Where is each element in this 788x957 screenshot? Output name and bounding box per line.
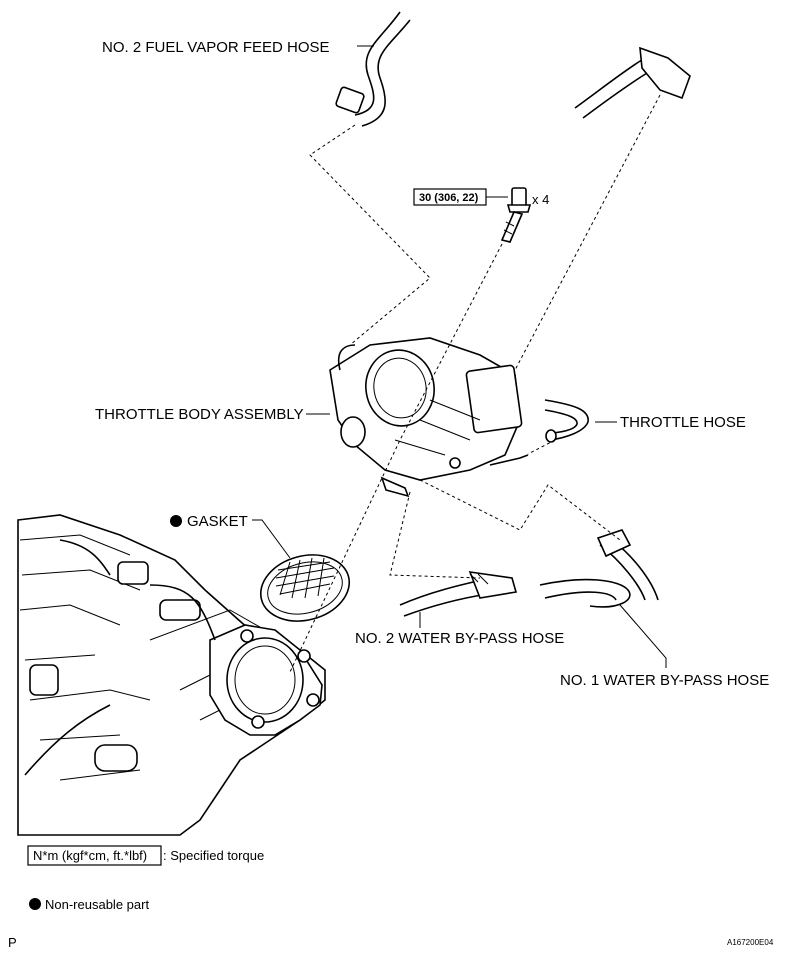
torque-callout: 30 (306, 22) x 4 bbox=[413, 188, 549, 207]
upper-right-hose-illustration bbox=[574, 46, 691, 119]
non-reusable-legend-text: Non-reusable part bbox=[45, 897, 149, 912]
figure-code: A167200E04 bbox=[727, 938, 774, 947]
water-bypass-hose-2-label: NO. 2 WATER BY-PASS HOSE bbox=[355, 630, 564, 647]
legend: N*m (kgf*cm, ft.*lbf) : Specified torque… bbox=[27, 845, 264, 912]
throttle-body-illustration bbox=[329, 337, 529, 498]
torque-legend-box bbox=[27, 845, 162, 866]
water-bypass-hose-1-illustration bbox=[539, 529, 659, 608]
non-reusable-bullet-icon bbox=[170, 515, 182, 527]
bolt-quantity: x 4 bbox=[532, 192, 549, 207]
alignment-lines bbox=[289, 94, 661, 673]
torque-legend-units: N*m (kgf*cm, ft.*lbf) bbox=[33, 848, 147, 863]
throttle-body-label: THROTTLE BODY ASSEMBLY bbox=[95, 406, 304, 423]
fuel-vapor-hose-illustration bbox=[335, 11, 411, 127]
label-water-bypass-1: NO. 1 WATER BY-PASS HOSE bbox=[560, 604, 769, 689]
fuel-vapor-hose-label: NO. 2 FUEL VAPOR FEED HOSE bbox=[102, 39, 330, 56]
water-bypass-hose-1-label: NO. 1 WATER BY-PASS HOSE bbox=[560, 672, 769, 689]
water-bypass-hose-2-illustration bbox=[399, 571, 518, 617]
label-fuel-vapor-hose: NO. 2 FUEL VAPOR FEED HOSE bbox=[102, 39, 374, 56]
intake-manifold-illustration bbox=[17, 514, 326, 836]
corner-letter: P bbox=[8, 935, 17, 950]
non-reusable-legend-icon bbox=[29, 898, 41, 910]
torque-spec-value: 30 (306, 22) bbox=[419, 192, 479, 204]
label-water-bypass-2: NO. 2 WATER BY-PASS HOSE bbox=[355, 612, 564, 647]
bolt-illustration bbox=[500, 187, 532, 243]
torque-legend-text: : Specified torque bbox=[163, 848, 264, 863]
throttle-hose-illustration bbox=[544, 399, 589, 443]
label-gasket: GASKET bbox=[170, 513, 291, 559]
throttle-hose-label: THROTTLE HOSE bbox=[620, 414, 746, 431]
label-throttle-body: THROTTLE BODY ASSEMBLY bbox=[95, 406, 330, 423]
gasket-illustration bbox=[259, 554, 351, 622]
gasket-label: GASKET bbox=[187, 513, 248, 530]
label-throttle-hose: THROTTLE HOSE bbox=[595, 414, 746, 431]
